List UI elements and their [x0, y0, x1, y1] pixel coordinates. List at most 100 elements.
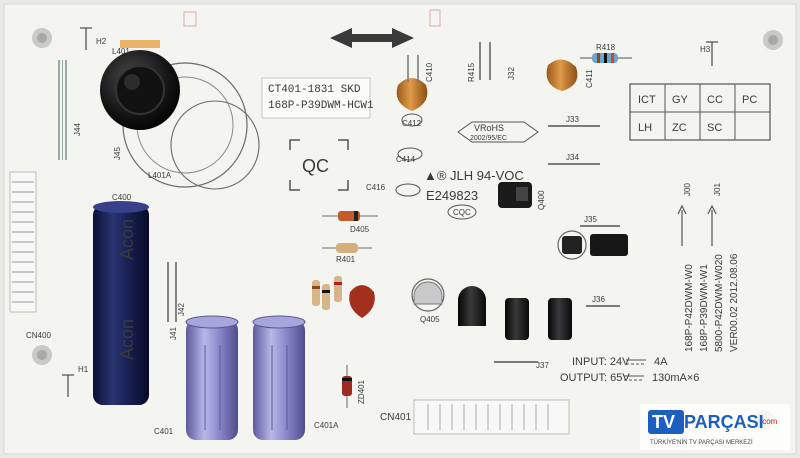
ref-h2: H2	[96, 37, 107, 46]
barcode-strip	[58, 60, 67, 160]
ref-c414: C414	[396, 155, 416, 164]
output-value: 130mA×6	[652, 372, 699, 384]
rohs-mark: VRoHS 2002/95/EC	[457, 121, 539, 143]
grid-ict: ICT	[638, 94, 656, 106]
ref-q405: Q405	[420, 315, 440, 324]
ul-rating: ▲® JLH 94-VOC	[424, 168, 524, 183]
ref-j00: J00	[683, 183, 692, 196]
model-line-2: 168P-P39DWM-W1	[699, 264, 710, 352]
ref-c416: C416	[366, 183, 386, 192]
input-label: INPUT: 24V	[572, 356, 630, 368]
cn401-connector	[413, 399, 570, 435]
screw-marks	[62, 27, 718, 397]
ref-c401a: C401A	[314, 421, 339, 430]
capacitor-c401	[185, 315, 239, 440]
ref-r401: R401	[336, 255, 356, 264]
transistor-q400	[498, 182, 532, 208]
cap-brand-label: Acon	[117, 319, 137, 360]
grid-zc: ZC	[672, 122, 687, 134]
ref-c412: C412	[402, 119, 422, 128]
ref-j37: J37	[536, 361, 549, 370]
ref-j36: J36	[592, 295, 605, 304]
ref-j35: J35	[584, 215, 597, 224]
label-sticker: CT401-1831 SKD 168P-P39DWM-HCW1	[261, 77, 374, 119]
capacitor-c401a	[252, 315, 306, 440]
inductor-l401	[100, 40, 260, 190]
ref-j42: J42	[177, 303, 186, 316]
cn400-connector	[9, 171, 37, 313]
transistor-q-black-3	[548, 298, 572, 340]
model-line-1: 168P-P42DWM-W0	[684, 264, 695, 352]
sticker-line-1: CT401-1831 SKD	[268, 84, 361, 96]
grid-sc: SC	[707, 122, 722, 134]
resistor-group	[312, 276, 342, 310]
grid-gy: GY	[672, 94, 689, 106]
ref-c410: C410	[425, 62, 434, 82]
direction-arrow	[330, 28, 414, 48]
ref-r418: R418	[596, 43, 616, 52]
grid-lh: LH	[638, 122, 652, 134]
ref-j33: J33	[566, 115, 579, 124]
cap-brand-label-2: Acon	[117, 219, 137, 260]
qc-text: QC	[302, 156, 329, 176]
sticker-line-2: 168P-P39DWM-HCW1	[268, 100, 374, 112]
ref-d405: D405	[350, 225, 370, 234]
cqc-mark: CQC	[447, 204, 477, 220]
capacitor-c400: Acon Acon	[93, 201, 149, 405]
rohs-line-2: 2002/95/EC	[470, 135, 507, 142]
output-label: OUTPUT: 65V	[560, 372, 630, 384]
ceramic-cap-red	[349, 285, 375, 318]
grid-pc: PC	[742, 94, 757, 106]
transistor-q-black-2	[505, 298, 529, 340]
ref-j01: J01	[713, 183, 722, 196]
j00-j01-arrows	[677, 204, 717, 246]
input-value: 4A	[654, 356, 668, 368]
ref-c401: C401	[154, 427, 174, 436]
ul-file-number: E249823	[426, 188, 478, 203]
ref-l401a: L401A	[148, 171, 172, 180]
ref-r415: R415	[467, 62, 476, 82]
ref-q400: Q400	[537, 190, 546, 210]
ceramic-small-caps	[395, 113, 423, 197]
ref-j32: J32	[507, 67, 516, 80]
ref-c411: C411	[585, 69, 594, 88]
watermark-tld: .com	[760, 417, 778, 426]
ref-j41: J41	[169, 327, 178, 340]
ref-h1: H1	[78, 365, 89, 374]
top-edge-marks	[183, 9, 441, 27]
ref-j45: J45	[113, 147, 122, 160]
watermark-brand: PARÇASI	[684, 412, 764, 432]
model-line-3: 5800-P42DWM-W020	[714, 254, 725, 352]
grid-cc: CC	[707, 94, 723, 106]
dc-symbols	[624, 359, 646, 381]
diode-d405	[322, 211, 378, 221]
cn401-label: CN401	[380, 412, 412, 423]
transistor-q-black-1	[458, 286, 486, 326]
watermark-tagline: TÜRKİYE'NİN TV PARÇASI MERKEZİ	[650, 439, 753, 446]
watermark-logo: TV PARÇASI .com TÜRKİYE'NİN TV PARÇASI M…	[640, 404, 790, 450]
ref-j44: J44	[73, 123, 82, 136]
transistor-q405	[411, 278, 445, 312]
reference-designators: H2 H3 H1 L401 L401A C400 C401 C401A C410…	[73, 37, 722, 436]
model-text-block: 168P-P42DWM-W0 168P-P39DWM-W1 5800-P42DW…	[684, 253, 740, 352]
cn400-label: CN400	[26, 331, 51, 340]
rohs-line-1: VRoHS	[474, 123, 504, 133]
ceramic-cap-c410	[396, 55, 428, 111]
watermark-tv: TV	[652, 412, 675, 432]
jumper-lines	[167, 42, 620, 363]
ref-c400: C400	[112, 193, 132, 202]
ceramic-cap-c411	[546, 59, 578, 91]
ref-j34: J34	[566, 153, 579, 162]
ref-h3: H3	[700, 45, 711, 54]
cqc-text: CQC	[453, 208, 471, 217]
check-grid: ICT GY CC PC LH ZC SC	[629, 83, 771, 141]
resistor-r401	[322, 243, 372, 253]
resistor-r418	[580, 53, 632, 63]
mosfet-right	[557, 230, 628, 260]
qc-mark: QC	[289, 139, 349, 191]
model-line-4: VER00.02 2012.08.06	[729, 253, 740, 352]
ref-l401: L401	[112, 47, 130, 56]
zener-zd401	[342, 365, 352, 408]
